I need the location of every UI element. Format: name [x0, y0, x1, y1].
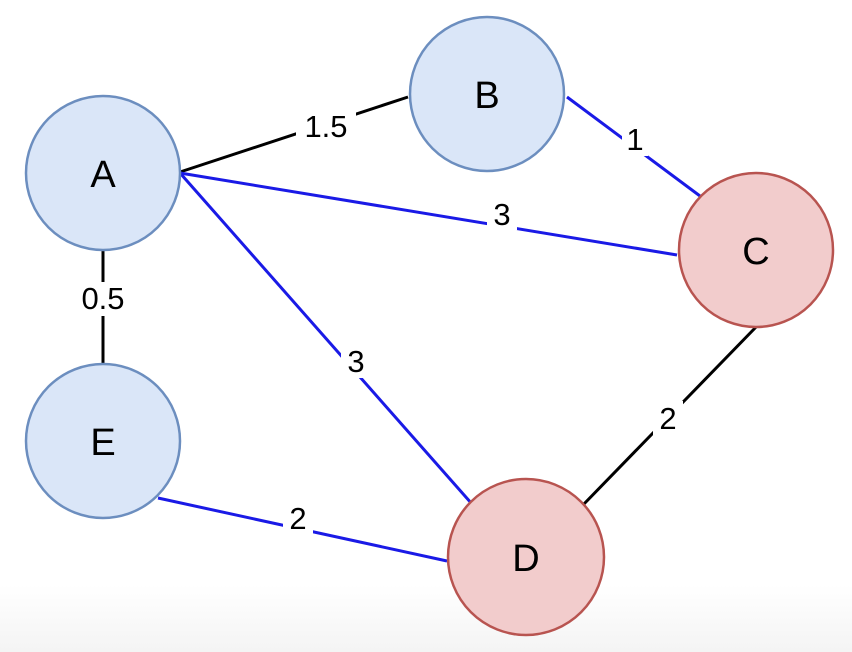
- node-a: A: [24, 94, 182, 252]
- weight-a-e: 0.5: [81, 281, 124, 316]
- weight-a-b: 1.5: [304, 109, 347, 144]
- edge-label-e-d: 2: [283, 501, 313, 536]
- nodes: A B C D E: [24, 15, 835, 637]
- node-d-circle: [446, 477, 606, 637]
- node-b-label: B: [474, 75, 499, 117]
- node-e-circle: [24, 362, 182, 520]
- weight-a-d: 3: [347, 344, 364, 379]
- weight-b-c: 1: [626, 122, 643, 157]
- edge-label-a-c: 3: [487, 197, 517, 232]
- node-d-label: D: [512, 538, 539, 580]
- canvas-bottom-band: [0, 585, 852, 652]
- edge-label-a-d: 3: [341, 344, 371, 379]
- node-c: C: [677, 171, 835, 329]
- node-a-circle: [24, 94, 182, 252]
- edge-a-b: [179, 95, 409, 174]
- edge-label-b-c: 1: [622, 122, 648, 157]
- edge-a-d: [178, 172, 474, 505]
- weight-a-c: 3: [493, 197, 510, 232]
- edge-label-c-d: 2: [653, 401, 683, 436]
- edge-a-c: [179, 171, 678, 257]
- node-b: B: [408, 15, 566, 173]
- node-a-label: A: [90, 154, 116, 196]
- weight-e-d: 2: [289, 501, 306, 536]
- edge-label-a-b: 1.5: [296, 109, 356, 144]
- node-b-circle: [408, 15, 566, 173]
- node-d: D: [446, 477, 606, 637]
- node-e: E: [24, 362, 182, 520]
- node-e-label: E: [90, 422, 115, 464]
- edges: [101, 95, 759, 563]
- node-c-label: C: [742, 231, 769, 273]
- edge-labels: 1.5 1 3 3 0.5 2: [74, 109, 683, 536]
- edge-label-a-e: 0.5: [74, 281, 132, 316]
- node-c-circle: [677, 171, 835, 329]
- weight-c-d: 2: [659, 401, 676, 436]
